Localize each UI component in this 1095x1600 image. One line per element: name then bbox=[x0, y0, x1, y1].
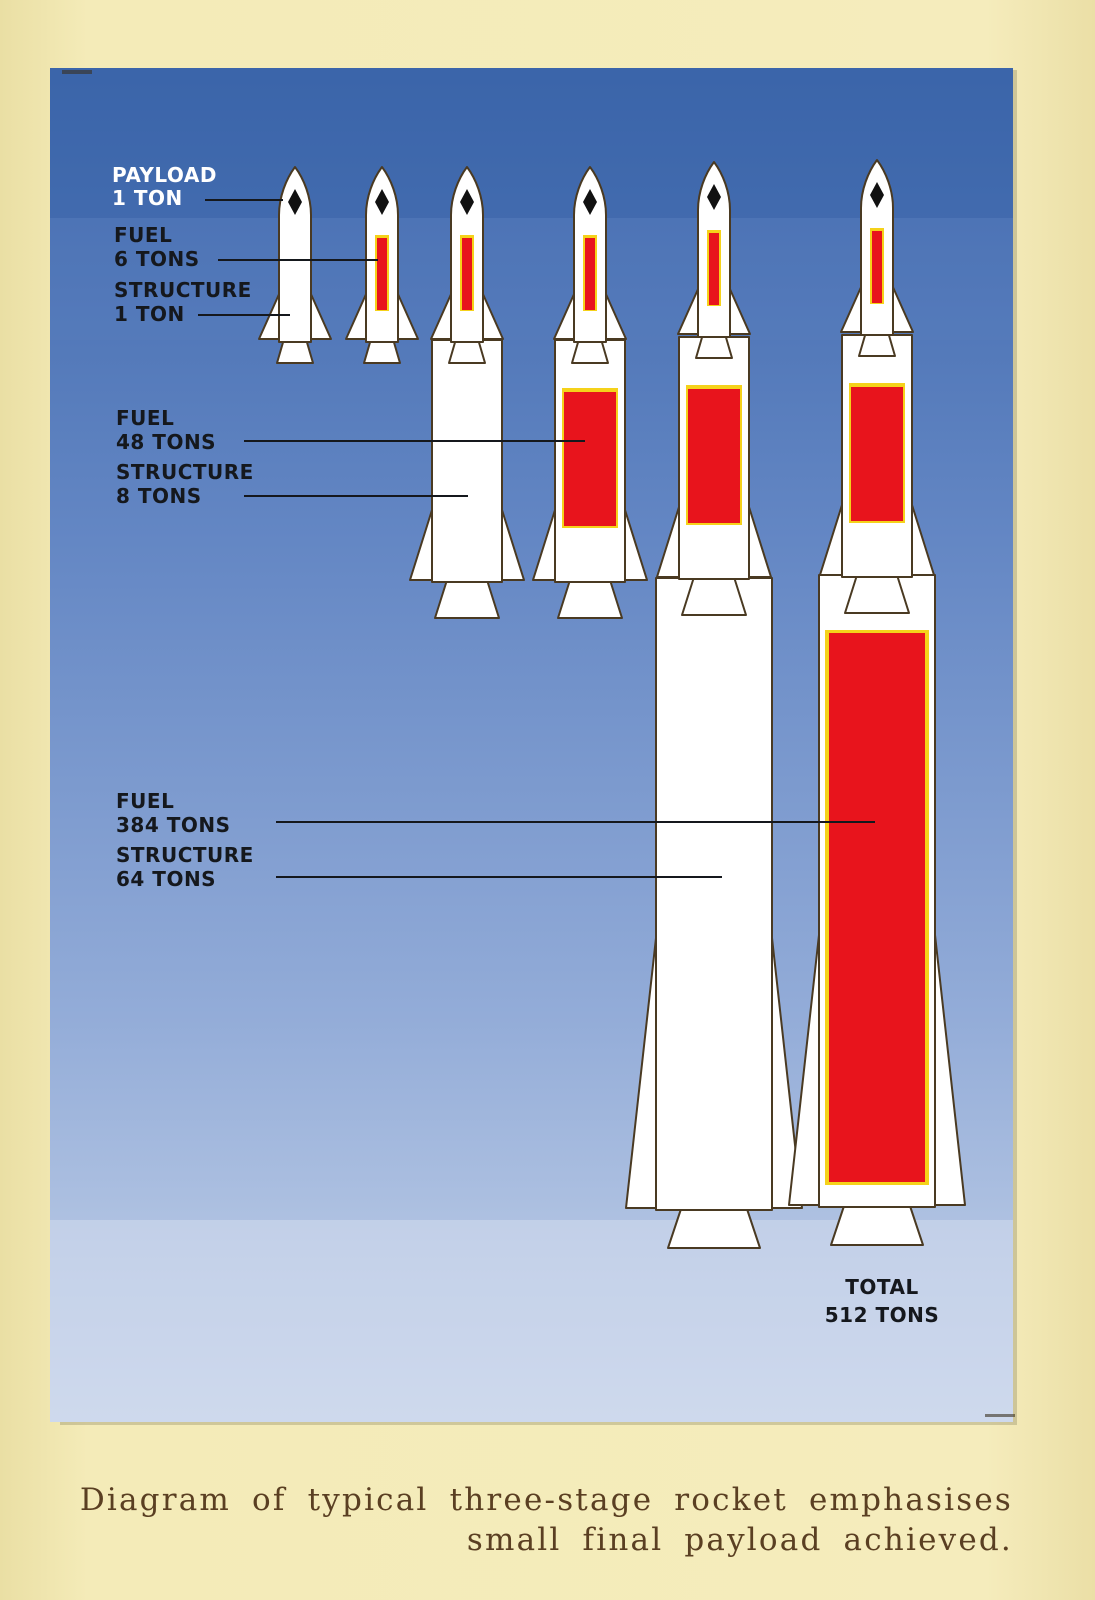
stage-labels: PAYLOAD 1 TON FUEL 6 TONS STRUCTURE 1 TO… bbox=[112, 163, 939, 1327]
label-fuel1-title: FUEL bbox=[116, 789, 174, 813]
rocket-4-second-stage bbox=[532, 166, 648, 619]
rockets-layer bbox=[258, 159, 966, 1249]
label-payload-title: PAYLOAD bbox=[112, 163, 217, 187]
payload-diamond-icon bbox=[288, 189, 302, 215]
fuel-stage3 bbox=[709, 233, 719, 305]
stage1-body bbox=[655, 577, 773, 1211]
fuel-stage3 bbox=[377, 238, 387, 310]
label-total-title: TOTAL bbox=[845, 1275, 918, 1299]
label-struct1-title: STRUCTURE bbox=[116, 843, 254, 867]
leader-lines bbox=[198, 199, 875, 878]
stage2-body bbox=[431, 339, 503, 583]
label-struct3-value: 1 TON bbox=[114, 302, 185, 326]
fuel-stage3 bbox=[872, 231, 882, 303]
label-fuel3-value: 6 TONS bbox=[114, 247, 200, 271]
fuel-stage2 bbox=[564, 392, 616, 526]
caption-line-1: Diagram of typical three-stage rocket em… bbox=[79, 1482, 1013, 1518]
payload-diamond-icon bbox=[707, 184, 721, 210]
label-fuel2-value: 48 TONS bbox=[116, 430, 216, 454]
payload-diamond-icon bbox=[870, 182, 884, 208]
rocket-5-first-stage-structure bbox=[625, 161, 803, 1249]
label-payload-value: 1 TON bbox=[112, 186, 183, 210]
rocket-1-payload-and-structure bbox=[258, 166, 332, 364]
label-fuel3-title: FUEL bbox=[114, 223, 172, 247]
nozzle bbox=[681, 576, 747, 616]
nozzle bbox=[667, 1205, 761, 1249]
fuel-stage2 bbox=[688, 389, 740, 523]
label-struct2-value: 8 TONS bbox=[116, 484, 202, 508]
payload-diamond-icon bbox=[375, 189, 389, 215]
label-struct3-title: STRUCTURE bbox=[114, 278, 252, 302]
payload-diamond-icon bbox=[460, 189, 474, 215]
rocket-2-third-stage bbox=[345, 166, 419, 364]
label-total-value: 512 TONS bbox=[825, 1303, 940, 1327]
fuel-stage2 bbox=[851, 387, 903, 521]
fuel-stage3 bbox=[585, 238, 595, 310]
rocket-3-second-stage-structure bbox=[409, 166, 525, 619]
fuel-stage1 bbox=[829, 633, 925, 1182]
label-fuel2-title: FUEL bbox=[116, 406, 174, 430]
nozzle bbox=[844, 574, 910, 614]
nozzle bbox=[830, 1202, 924, 1246]
caption-line-2: small final payload achieved. bbox=[466, 1522, 1013, 1558]
label-struct1-value: 64 TONS bbox=[116, 867, 216, 891]
label-struct2-title: STRUCTURE bbox=[116, 460, 254, 484]
rocket-6-full-rocket bbox=[788, 159, 966, 1246]
payload-diamond-icon bbox=[583, 189, 597, 215]
label-fuel1-value: 384 TONS bbox=[116, 813, 231, 837]
nozzle bbox=[557, 579, 623, 619]
fuel-stage3 bbox=[462, 238, 472, 310]
stage3-body bbox=[278, 166, 312, 343]
nozzle bbox=[434, 579, 500, 619]
